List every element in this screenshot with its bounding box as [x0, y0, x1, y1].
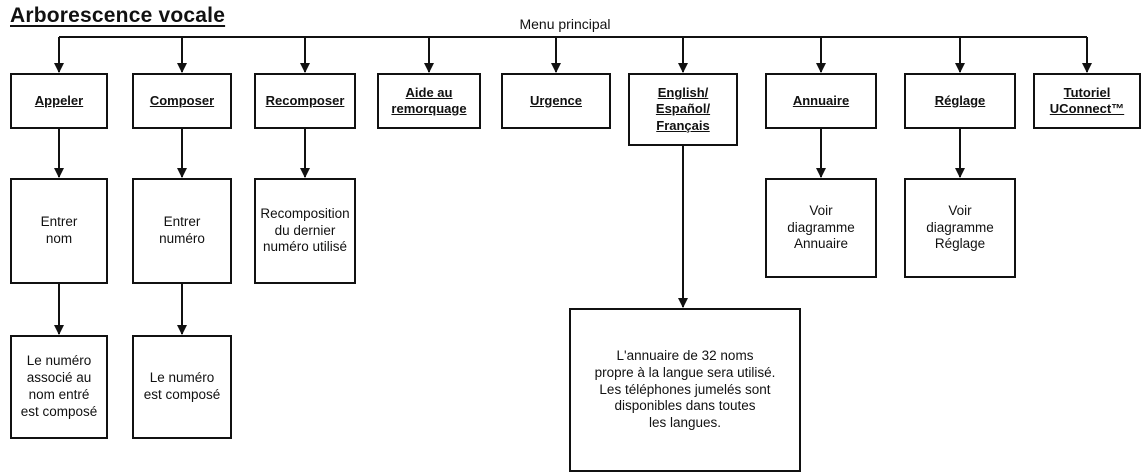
- menu-annuaire: Annuaire: [765, 73, 877, 129]
- menu-reglage: Réglage: [904, 73, 1016, 129]
- menu-recomposer: Recomposer: [254, 73, 356, 129]
- menu-composer: Composer: [132, 73, 232, 129]
- node-annuaire-langue: L'annuaire de 32 noms propre à la langue…: [569, 308, 801, 472]
- menu-appeler: Appeler: [10, 73, 108, 129]
- page-title: Arborescence vocale: [10, 4, 226, 27]
- node-numero-associe: Le numéro associé au nom entré est compo…: [10, 335, 108, 439]
- node-voir-reglage: Voir diagramme Réglage: [904, 178, 1016, 278]
- node-voir-annuaire: Voir diagramme Annuaire: [765, 178, 877, 278]
- root-node-label: Menu principal: [519, 16, 611, 32]
- node-entrer-nom: Entrer nom: [10, 178, 108, 284]
- menu-langue: English/ Español/ Français: [628, 73, 738, 146]
- node-numero-compose: Le numéro est composé: [132, 335, 232, 439]
- node-entrer-numero: Entrer numéro: [132, 178, 232, 284]
- menu-urgence: Urgence: [501, 73, 611, 129]
- menu-aide-remorquage: Aide au remorquage: [377, 73, 481, 129]
- menu-tutoriel: Tutoriel UConnect™: [1033, 73, 1141, 129]
- node-recomposition: Recomposition du dernier numéro utilisé: [254, 178, 356, 284]
